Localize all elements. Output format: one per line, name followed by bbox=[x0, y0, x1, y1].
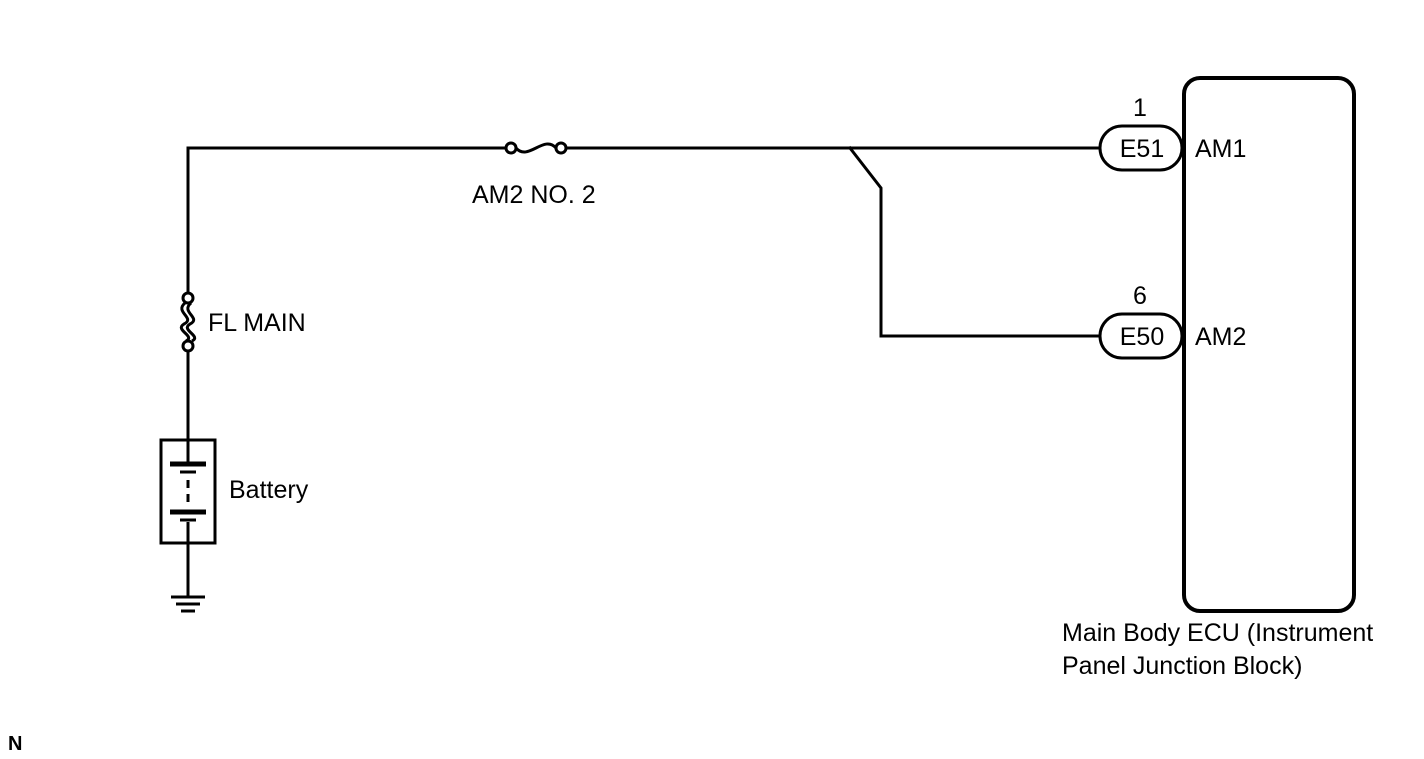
connector-e51-pin: 1 bbox=[1133, 94, 1147, 122]
fl-main-fuse-label: FL MAIN bbox=[208, 309, 306, 337]
connector-e50-name: E50 bbox=[1120, 323, 1164, 351]
battery-label: Battery bbox=[229, 476, 309, 504]
main-body-ecu-box bbox=[1182, 76, 1356, 613]
fl-main-fuse-symbol bbox=[180, 291, 196, 353]
connector-e50-pin: 6 bbox=[1133, 282, 1147, 310]
wire-branch-am2 bbox=[847, 145, 1102, 338]
ecu-label-line2: Panel Junction Block) bbox=[1062, 652, 1302, 680]
terminal-am2-label: AM2 bbox=[1195, 323, 1246, 351]
corner-code-label: N bbox=[8, 733, 22, 755]
connector-e50 bbox=[1098, 312, 1184, 360]
am2-no2-fuse-symbol bbox=[504, 141, 568, 155]
battery-symbol bbox=[159, 438, 217, 545]
connector-e51-name: E51 bbox=[1120, 135, 1164, 163]
am2-no2-fuse-label: AM2 NO. 2 bbox=[472, 181, 596, 209]
ecu-label-line1: Main Body ECU (Instrument bbox=[1062, 619, 1373, 647]
ground-icon bbox=[171, 543, 205, 613]
connector-e51 bbox=[1098, 124, 1184, 172]
terminal-am1-label: AM1 bbox=[1195, 135, 1246, 163]
wire-left-vertical-upper bbox=[186, 146, 509, 298]
